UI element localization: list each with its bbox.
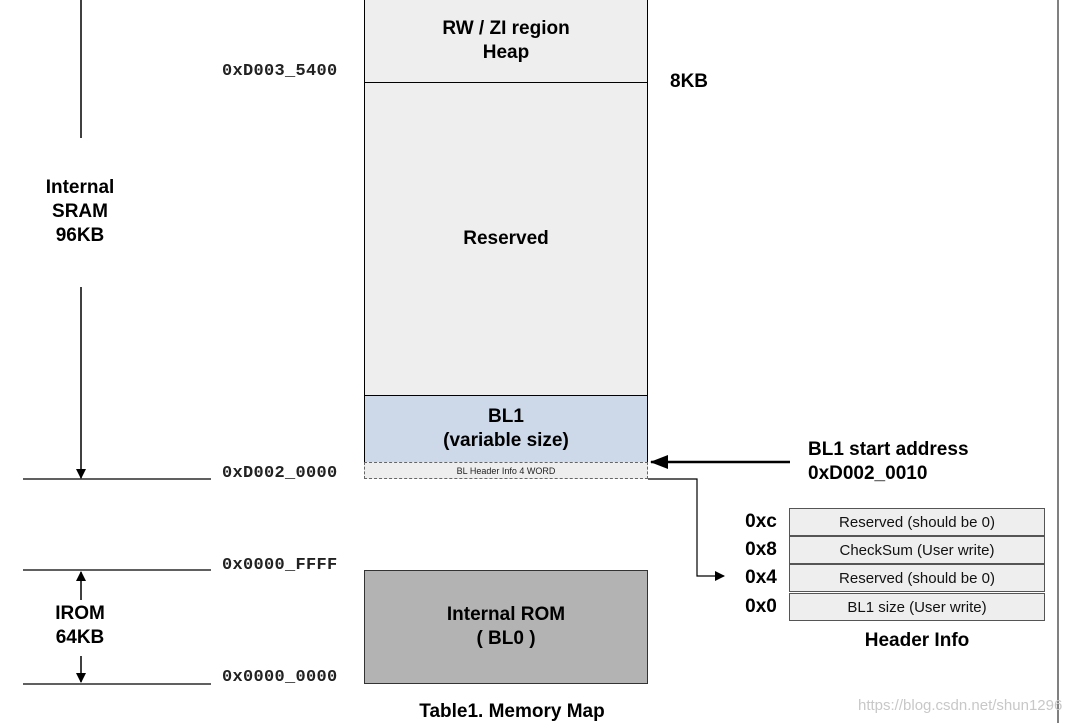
reserved-region: Reserved [364, 82, 648, 396]
irom-label-line1: IROM [55, 603, 105, 624]
header-row-0x0: BL1 size (User write) [789, 593, 1045, 621]
header-connector [648, 478, 725, 581]
heap-size-label: 8KB [670, 71, 709, 92]
irom-label-line2: 64KB [55, 627, 105, 648]
bl0-label: ( BL0 ) [476, 628, 536, 649]
bl1-region: BL1 (variable size) [364, 395, 648, 463]
bl1-start-line2: 0xD002_0010 [808, 463, 928, 484]
sram-label-line3: 96KB [55, 225, 105, 246]
address-sram-start: 0xD002_0000 [222, 464, 338, 483]
rwzi-region-label: RW / ZI region [442, 17, 570, 39]
header-row-0xc: Reserved (should be 0) [789, 508, 1045, 536]
sram-label-line2: SRAM [52, 201, 108, 222]
header-row-0x4: Reserved (should be 0) [789, 564, 1045, 592]
header-info-title: Header Info [864, 630, 970, 651]
irom-region: Internal ROM ( BL0 ) [364, 570, 648, 684]
address-irom-start: 0x0000_0000 [222, 668, 338, 687]
bl-header-region: BL Header Info 4 WORD [364, 462, 648, 479]
rwzi-heap-region: RW / ZI region Heap [364, 0, 648, 83]
bl-header-label: BL Header Info 4 WORD [456, 465, 556, 476]
address-irom-end: 0x0000_FFFF [222, 556, 338, 575]
bl1-size-label: (variable size) [443, 430, 569, 451]
irom-size-label: IROM 64KB [30, 602, 130, 650]
header-offset-0x8: 0x8 [745, 539, 777, 560]
header-row-0x8: CheckSum (User write) [789, 536, 1045, 564]
bl1-label: BL1 [488, 406, 524, 427]
header-offset-0x4: 0x4 [745, 567, 777, 588]
sram-size-label: Internal SRAM 96KB [30, 176, 130, 248]
watermark: https://blog.csdn.net/shun1296 [858, 697, 1063, 714]
diagram-caption: Table1. Memory Map [419, 701, 605, 722]
bl1-start-line1: BL1 start address [808, 439, 969, 460]
sram-label-line1: Internal [45, 177, 115, 198]
bl1-start-address-label: BL1 start address 0xD002_0010 [808, 438, 969, 486]
reserved-label: Reserved [463, 228, 549, 249]
irom-region-label: Internal ROM [446, 604, 566, 625]
header-offset-0xc: 0xc [745, 511, 777, 532]
heap-label: Heap [482, 41, 530, 63]
address-heap-boundary: 0xD003_5400 [222, 62, 338, 81]
header-offset-0x0: 0x0 [745, 596, 777, 617]
